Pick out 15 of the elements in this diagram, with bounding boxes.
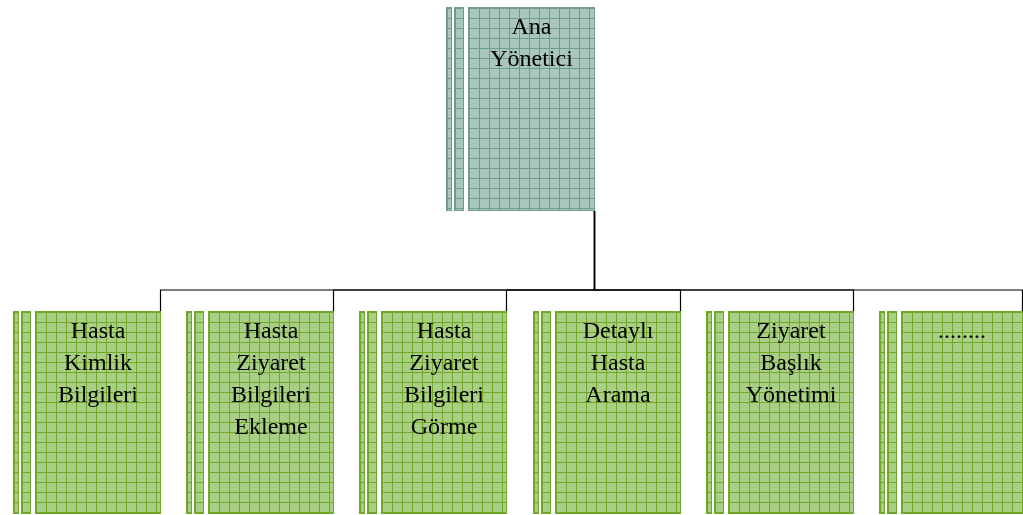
grid-box — [728, 311, 854, 514]
box-label: Hasta Kimlik Bilgileri — [57, 316, 139, 409]
box-label: Ziyaret Başlık Yönetimi — [744, 316, 838, 409]
grid-box — [381, 311, 507, 514]
box-label: Hasta Ziyaret Bilgileri Görme — [403, 316, 485, 441]
grid-box — [468, 7, 595, 211]
box-label: Ana Yönetici — [489, 12, 574, 73]
box-label: ........ — [937, 316, 987, 345]
grid-box — [901, 311, 1023, 514]
grid-box — [208, 311, 334, 514]
box-label: Detaylı Hasta Arama — [581, 316, 655, 409]
grid-box — [555, 311, 681, 514]
grid-box — [35, 311, 161, 514]
connector-line — [593, 210, 1023, 312]
box-label: Hasta Ziyaret Bilgileri Ekleme — [230, 316, 312, 441]
